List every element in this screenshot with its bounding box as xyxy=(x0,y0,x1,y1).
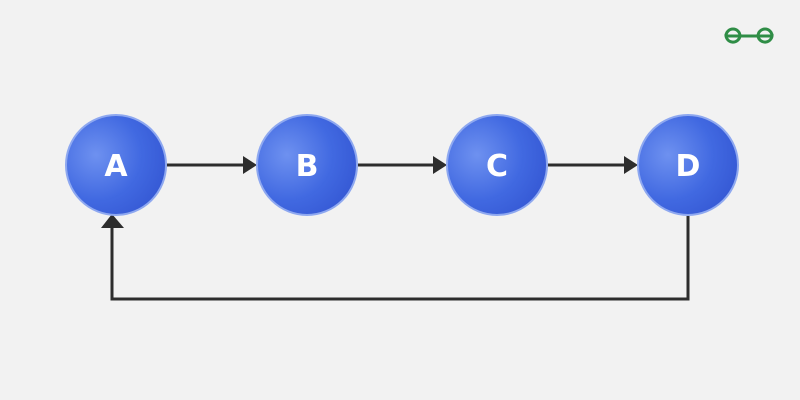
node-d-label: D xyxy=(676,149,701,184)
gfg-logo-icon xyxy=(724,27,774,44)
node-b[interactable]: B xyxy=(256,114,358,216)
node-a[interactable]: A xyxy=(65,114,167,216)
edge-d-a xyxy=(101,214,690,301)
node-c-label: C xyxy=(486,149,508,184)
node-c[interactable]: C xyxy=(446,114,548,216)
edge-b-c xyxy=(358,156,447,174)
node-a-label: A xyxy=(104,149,128,184)
edge-c-d xyxy=(548,156,638,174)
node-d[interactable]: D xyxy=(637,114,739,216)
node-b-label: B xyxy=(296,149,319,184)
edge-a-b xyxy=(167,156,257,174)
